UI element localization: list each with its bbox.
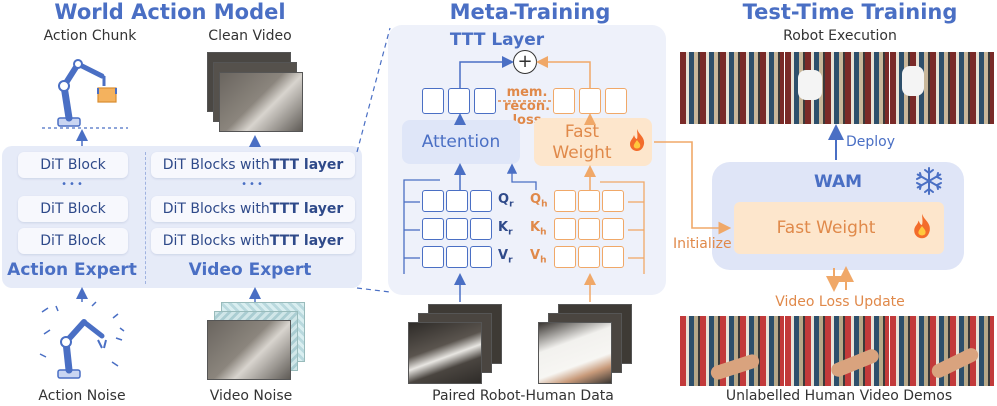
initialize-label: Initialize [673, 236, 732, 252]
paired-data-label: Paired Robot-Human Data [432, 388, 614, 404]
ttt-layer-title: TTT Layer [449, 30, 545, 50]
query-h-label: Qh [530, 192, 548, 210]
plus-circle-icon: + [513, 50, 537, 74]
video-loss-update-label: Video Loss Update [775, 294, 905, 310]
action-expert-label: Action Expert [7, 260, 137, 280]
action-noise-label: Action Noise [38, 388, 126, 404]
video-noise-frames [207, 302, 307, 384]
value-h-label: Vh [530, 248, 547, 266]
clean-video-label: Clean Video [208, 28, 292, 44]
action-chunk-label: Action Chunk [43, 28, 137, 44]
video-dit-ttt-block: DiT Blocks with TTT layer [151, 196, 355, 222]
ttt-internal-arrows [403, 56, 645, 302]
human-demo-frames [680, 316, 994, 386]
ttt-right-arrows [654, 124, 854, 292]
human-demos-label: Unlabelled Human Video Demos [725, 388, 953, 404]
video-dit-ttt-block: DiT Blocks with TTT layer [151, 228, 355, 254]
video-noise-label: Video Noise [209, 388, 293, 404]
wam-fast-weight-block: Fast Weight [734, 202, 944, 254]
key-r-label: Kr [498, 220, 513, 238]
expert-divider [145, 152, 147, 284]
attention-block: Attention [402, 120, 520, 164]
video-expert-label: Video Expert [188, 260, 312, 280]
wam-title: WAM [813, 172, 863, 192]
attention-output-token [474, 88, 496, 114]
test-time-training-title: Test-Time Training [742, 0, 958, 24]
zoom-dashed-lines [356, 27, 391, 293]
video-ellipsis: ••• [241, 179, 265, 190]
video-dit-ttt-block: DiT Blocks with TTT layer [151, 152, 355, 178]
fire-icon [628, 128, 646, 152]
human-data-frames [538, 304, 638, 388]
query-r-label: Qr [498, 192, 514, 210]
action-dit-block: DiT Block [18, 196, 128, 222]
attention-output-token [422, 88, 444, 114]
action-dit-block: DiT Block [18, 152, 128, 178]
noisy-robot-arm-icon [32, 300, 132, 382]
world-action-model-title: World Action Model [54, 0, 286, 24]
key-h-label: Kh [530, 220, 547, 238]
deploy-label: Deploy [846, 134, 896, 150]
fast-weight-output-token [605, 88, 627, 114]
action-dit-block: DiT Block [18, 228, 128, 254]
action-ellipsis: ••• [61, 179, 85, 190]
snowflake-icon [914, 166, 944, 196]
value-r-label: Vr [498, 248, 513, 266]
fast-weight-output-token [553, 88, 575, 114]
meta-training-title: Meta-Training [449, 0, 611, 24]
fast-weight-block: Fast Weight [534, 118, 652, 166]
fire-icon [912, 212, 932, 240]
robot-execution-frames [680, 52, 994, 124]
clean-video-frames [207, 52, 307, 134]
robot-execution-label: Robot Execution [783, 28, 897, 44]
robot-data-frames [408, 304, 508, 388]
robot-arm-icon [40, 52, 130, 130]
left-flow-arrows [76, 129, 261, 302]
